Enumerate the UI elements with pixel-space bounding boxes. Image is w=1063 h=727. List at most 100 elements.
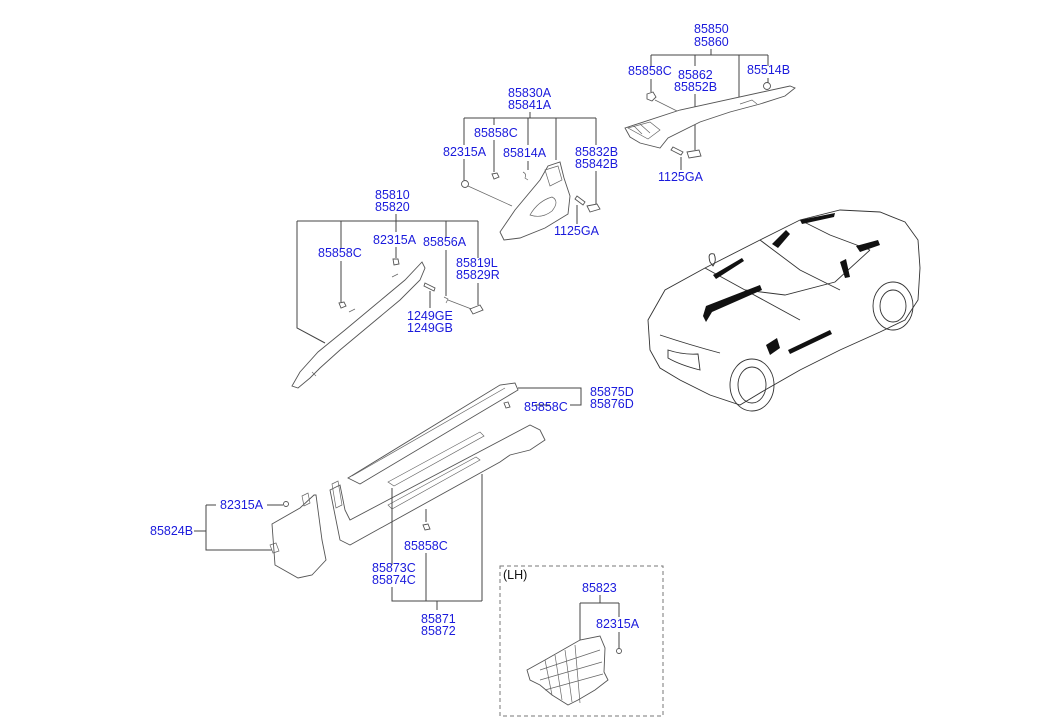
part-label-85856A[interactable]: 85856A <box>423 235 467 249</box>
highlight-front-pillar <box>703 285 762 322</box>
clip-85832B <box>586 203 601 213</box>
clip-85856A <box>443 296 449 304</box>
leader-lines-85875D <box>518 387 582 406</box>
part-label-85858C[interactable]: 85858C <box>628 64 672 78</box>
sill-trim-panel <box>329 424 546 546</box>
part-label-85858C[interactable]: 85858C <box>524 400 568 414</box>
vehicle-locator-illustration <box>647 209 921 412</box>
highlight-center-pillar <box>772 230 790 248</box>
bolt-1125GA-2 <box>574 195 586 206</box>
group-cowl-side: 82315A 85824B <box>150 492 327 579</box>
part-label-85814A[interactable]: 85814A <box>503 146 547 160</box>
highlight-cowl-side <box>766 338 780 355</box>
leader-lines-85830A-sub <box>463 140 597 205</box>
rear-quarter-trim-panel <box>624 85 796 149</box>
part-label-85823[interactable]: 85823 <box>582 581 617 595</box>
part-label-85871[interactable]: 85871 <box>421 612 456 626</box>
door-scuff-plate <box>347 382 519 485</box>
highlight-rear-quarter <box>840 240 880 278</box>
cowl-side-trim-panel <box>271 494 327 579</box>
retainer-82315A-4 <box>616 648 622 654</box>
center-pillar-trim-panel <box>499 161 571 241</box>
dash-leader-2 <box>467 185 513 207</box>
part-label-82315A[interactable]: 82315A <box>220 498 264 512</box>
part-label-85824B[interactable]: 85824B <box>150 524 193 538</box>
lh-inset-box <box>499 565 664 717</box>
clip-85858C-3 <box>338 301 347 309</box>
part-label-85819L[interactable]: 85819L <box>456 256 498 270</box>
part-label-1249GE[interactable]: 1249GE <box>407 309 453 323</box>
part-label-85820[interactable]: 85820 <box>375 200 410 214</box>
car-rear-wheel-rim <box>879 289 907 323</box>
part-label-85830A[interactable]: 85830A <box>508 86 552 100</box>
part-label-85841A[interactable]: 85841A <box>508 98 552 112</box>
part-label-85860[interactable]: 85860 <box>694 35 729 49</box>
part-label-85829R[interactable]: 85829R <box>456 268 500 282</box>
sill-trim-grooves <box>387 431 485 510</box>
part-label-85875D[interactable]: 85875D <box>590 385 634 399</box>
car-body-outline <box>647 209 921 406</box>
cowl-trim-details <box>269 492 311 554</box>
clip-85858C <box>646 91 657 102</box>
part-label-85858C[interactable]: 85858C <box>404 539 448 553</box>
leader-lines-85810-sub <box>340 247 479 305</box>
retainer-85514B <box>763 82 771 90</box>
group-sill-trim: 85858C 85873C 85874C 85871 85872 <box>329 424 546 638</box>
part-label-85850[interactable]: 85850 <box>694 22 729 36</box>
leader-lines-85850 <box>650 49 769 98</box>
part-label-85842B[interactable]: 85842B <box>575 157 618 171</box>
trim-edge-detail <box>739 99 758 105</box>
clip-85858C-5 <box>422 523 431 531</box>
trim-grille-detail <box>627 121 661 140</box>
highlight-door-sill <box>788 330 832 354</box>
highlight-windshield-pillar <box>713 258 744 279</box>
clip-85858C-4 <box>503 401 511 409</box>
bracket-grid-lines <box>539 644 604 704</box>
part-label-85852B[interactable]: 85852B <box>674 80 717 94</box>
part-label-1249GB[interactable]: 1249GB <box>407 321 453 335</box>
part-label-1125GA[interactable]: 1125GA <box>554 224 600 238</box>
leader-lines-85830A <box>463 112 597 160</box>
leader-lines-85823 <box>579 595 620 640</box>
lh-note: (LH) <box>503 568 527 582</box>
group-door-scuff: 85858C 85875D 85876D <box>347 382 634 485</box>
part-label-85858C[interactable]: 85858C <box>474 126 518 140</box>
retainer-82315A-2 <box>392 258 400 266</box>
trim-end-85819L <box>469 304 484 315</box>
part-label-85873C[interactable]: 85873C <box>372 561 416 575</box>
part-label-85514B[interactable]: 85514B <box>747 63 790 77</box>
bolt-1125GA <box>670 146 684 156</box>
car-roof-lines <box>704 219 871 321</box>
car-front-details <box>659 334 721 371</box>
part-label-82315A[interactable]: 82315A <box>373 233 417 247</box>
car-front-wheel-rim <box>737 366 767 404</box>
clip-85858C-2 <box>491 172 500 180</box>
pillar-trim-detail <box>529 165 563 217</box>
pillar-clip-tabs <box>311 273 399 377</box>
car-rear-wheel <box>872 281 914 331</box>
part-label-85872[interactable]: 85872 <box>421 624 456 638</box>
front-pillar-trim-panel <box>291 261 426 389</box>
screw-1249GE <box>423 282 436 292</box>
leader-lines-85810 <box>296 214 479 344</box>
dash-leader <box>654 99 680 113</box>
group-front-pillar: 85810 85820 85858C 82315A 85856A 85819L … <box>291 188 500 389</box>
part-label-85876D[interactable]: 85876D <box>590 397 634 411</box>
part-label-85810[interactable]: 85810 <box>375 188 410 202</box>
retainer-82315A-3 <box>283 501 289 507</box>
group-center-pillar: 85830A 85841A 85858C 82315A 85814A 85832… <box>443 86 618 241</box>
leader-lines-85871 <box>391 474 483 610</box>
part-label-85832B[interactable]: 85832B <box>575 145 618 159</box>
part-label-82315A[interactable]: 82315A <box>596 617 640 631</box>
part-label-1125GA[interactable]: 1125GA <box>658 170 704 184</box>
part-label-85874C[interactable]: 85874C <box>372 573 416 587</box>
part-label-85862[interactable]: 85862 <box>678 68 713 82</box>
part-label-82315A[interactable]: 82315A <box>443 145 487 159</box>
part-label-85858C[interactable]: 85858C <box>318 246 362 260</box>
group-rear-quarter-upper: 85850 85860 85858C 85862 85852B 85514B 1… <box>624 22 796 184</box>
car-mirror <box>708 253 716 267</box>
sill-end-grille <box>331 480 343 509</box>
leader-lines-85824B <box>194 504 283 551</box>
wire-85814A <box>522 171 529 181</box>
